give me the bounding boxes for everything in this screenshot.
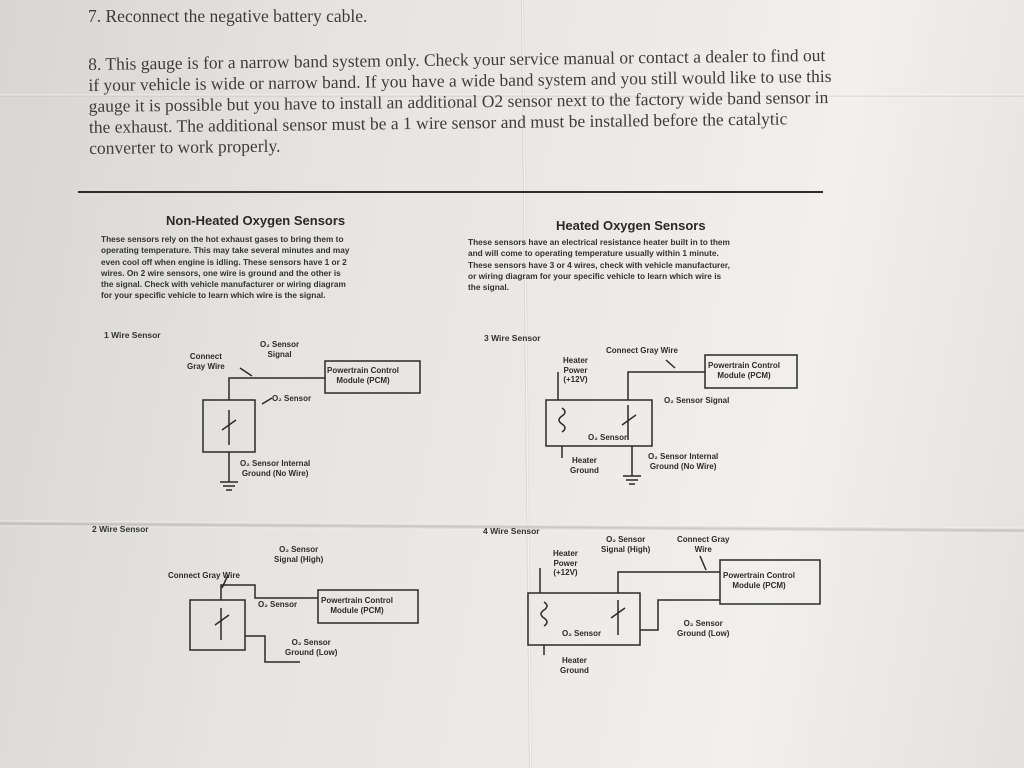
three-wire-connect-arrow — [665, 359, 676, 369]
two-wire-sensor-box — [189, 599, 246, 651]
four-wire-pcm-box — [719, 559, 821, 605]
one-wire-diagram — [202, 360, 421, 491]
four-wire-ground-wire — [640, 599, 720, 631]
two-wire-connect-arrow — [221, 574, 229, 589]
non-heated-heading: Non-Heated Oxygen Sensors — [166, 213, 346, 228]
one-wire-sensor-label: O₂ Sensor — [272, 394, 312, 403]
one-wire-pcm-box — [324, 360, 421, 394]
heated-line: These sensors have an electrical resista… — [468, 237, 730, 247]
section-divider — [78, 191, 823, 193]
non-heated-line: for your specific vehicle to learn which… — [101, 290, 326, 301]
four-wire-signal-wire — [617, 571, 720, 593]
heated-line: These sensors have 3 or 4 wires, check w… — [468, 259, 730, 270]
two-wire-connect-label: Connect Gray Wire — [168, 571, 240, 580]
one-wire-sensor-element — [221, 410, 237, 445]
three-wire-sensor-box — [545, 399, 653, 447]
three-wire-signal-label: O₂ Sensor Signal — [664, 396, 730, 405]
four-wire-heater-coil — [540, 601, 548, 627]
one-wire-connect-arrow — [239, 367, 253, 377]
heated-heading: Heated Oxygen Sensors — [556, 218, 706, 233]
two-wire-pcm-box — [317, 589, 419, 624]
three-wire-sensor-label: O₂ Sensor — [588, 433, 628, 442]
non-heated-line: These sensors rely on the hot exhaust ga… — [101, 234, 344, 244]
two-wire-sensor-label: O₂ Sensor — [258, 600, 298, 609]
four-wire-title: 4 Wire Sensor — [483, 526, 540, 536]
heated-line: the signal. — [468, 282, 510, 293]
non-heated-line: the signal. Check with vehicle manufactu… — [101, 279, 346, 290]
paper-fold-top — [0, 94, 1024, 97]
four-wire-sensor-box — [527, 592, 641, 646]
three-wire-heater-coil — [558, 407, 566, 433]
two-wire-signal-wire — [220, 584, 318, 600]
non-heated-line: even cool off when engine is idling. The… — [101, 256, 347, 267]
one-wire-signal-wire — [228, 377, 325, 400]
two-wire-diagram — [189, 574, 419, 663]
heated-line: and will come to operating temperature u… — [468, 248, 719, 259]
two-wire-sensor-element — [214, 608, 230, 640]
three-wire-diagram — [545, 354, 798, 485]
step-7-text: 7. Reconnect the negative battery cable. — [88, 6, 368, 26]
two-wire-ground-wire — [245, 635, 300, 663]
four-wire-sensor-element — [610, 600, 626, 635]
heated-description: These sensors have an electrical resista… — [468, 237, 730, 293]
non-heated-line: wires. On 2 wire sensors, one wire is gr… — [101, 267, 341, 278]
one-wire-ground-symbol — [220, 452, 238, 491]
four-wire-diagram — [527, 555, 821, 655]
three-wire-ground-symbol — [623, 446, 641, 485]
three-wire-signal-wire — [627, 371, 705, 400]
heated-line: or wiring diagram for your specific vehi… — [468, 270, 722, 281]
one-wire-sensor-arrow — [261, 397, 273, 405]
three-wire-title: 3 Wire Sensor — [484, 333, 541, 343]
three-wire-connect-label: Connect Gray Wire — [606, 346, 678, 355]
two-wire-title: 2 Wire Sensor — [92, 524, 149, 534]
non-heated-description: These sensors rely on the hot exhaust ga… — [101, 234, 350, 302]
non-heated-line: operating temperature. This may take sev… — [101, 245, 350, 256]
one-wire-title: 1 Wire Sensor — [104, 330, 161, 340]
three-wire-sensor-element — [621, 405, 637, 440]
three-wire-pcm-box — [704, 354, 798, 389]
four-wire-sensor-label: O₂ Sensor — [562, 629, 602, 638]
four-wire-connect-arrow — [699, 555, 707, 571]
